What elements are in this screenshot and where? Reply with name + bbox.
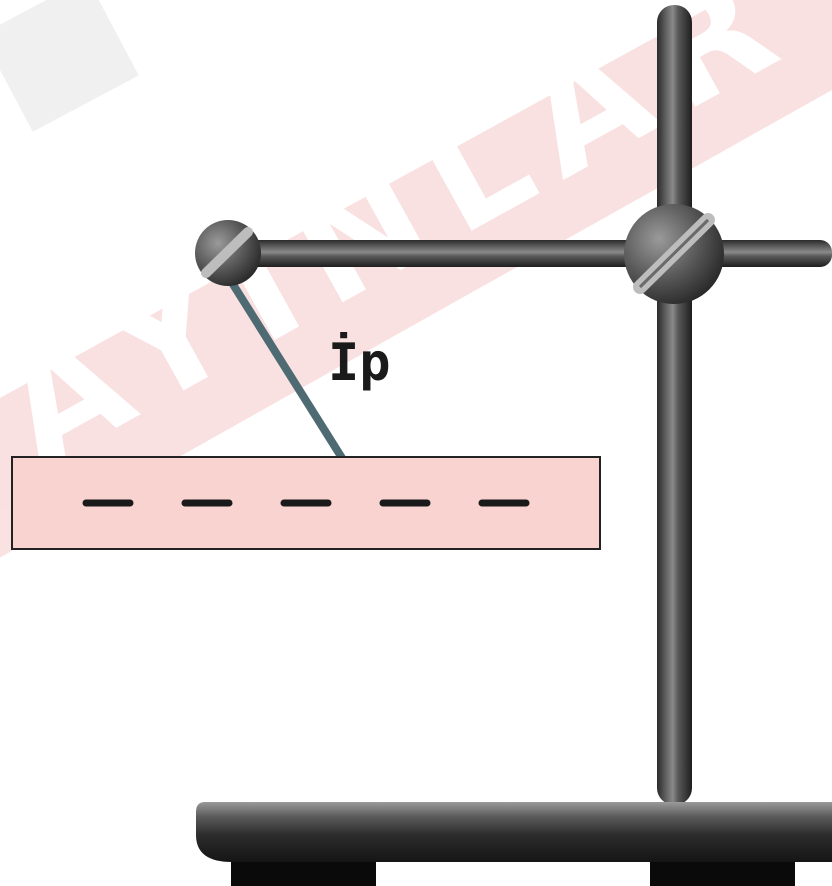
base-plate [196, 802, 832, 862]
watermark-band [0, 0, 832, 558]
string [220, 267, 346, 461]
stand-arm [225, 240, 832, 267]
stand-rod [657, 5, 692, 805]
pivot-knob [195, 220, 261, 286]
string-label: İp [328, 332, 391, 393]
clamp-knob [624, 204, 724, 304]
stand-base [196, 802, 832, 886]
watermark-gray-block [0, 0, 139, 132]
